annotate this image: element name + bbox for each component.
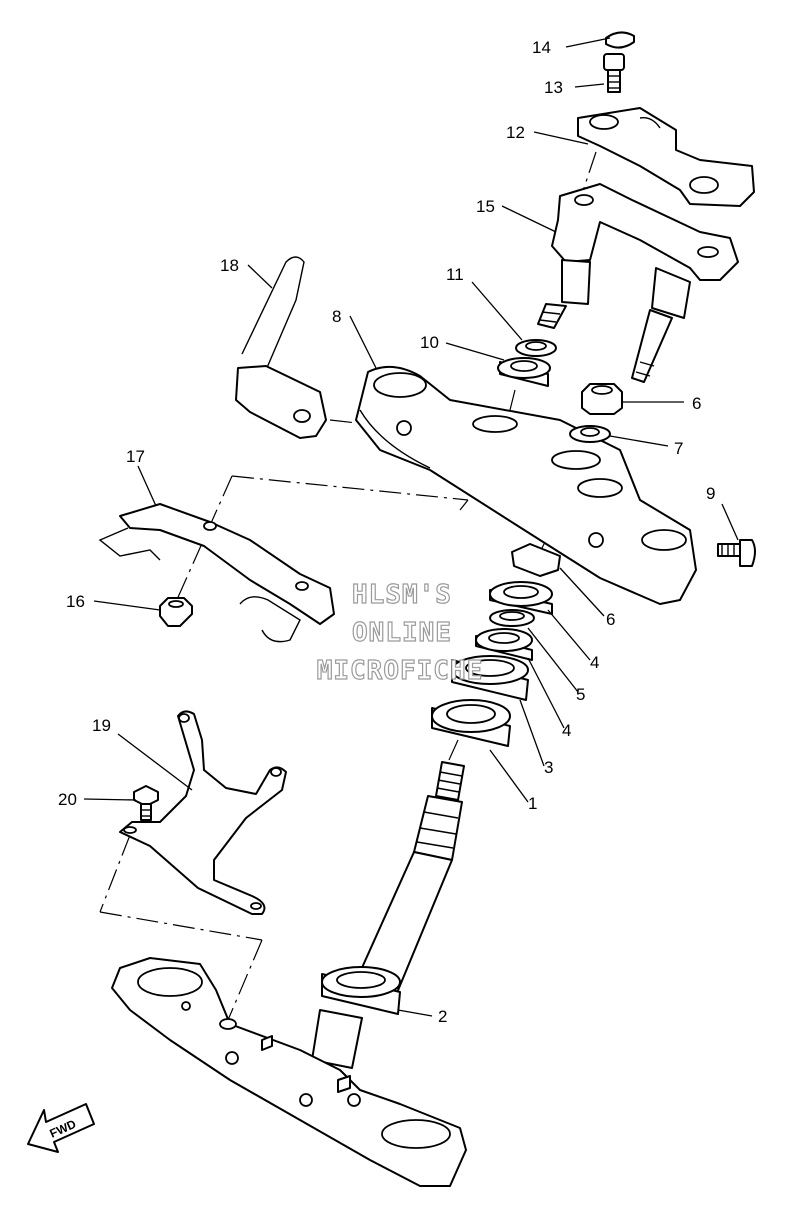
callout-5: 5 bbox=[576, 685, 585, 704]
watermark: HLSM'S ONLINE MICROFICHE bbox=[316, 579, 484, 686]
callout-4b: 4 bbox=[562, 721, 571, 740]
callout-19: 18 bbox=[220, 256, 239, 275]
watermark-line-3: MICROFICHE bbox=[317, 656, 484, 686]
part-13-upper-holder bbox=[577, 107, 755, 207]
part-14-bolt bbox=[603, 53, 625, 93]
callout-20: 19 bbox=[92, 716, 111, 735]
part-3-dust-seal bbox=[451, 655, 529, 701]
part-18-bracket bbox=[98, 503, 335, 643]
fwd-arrow-icon: FWD bbox=[27, 1103, 95, 1153]
callout-13: 12 bbox=[506, 123, 525, 142]
callout-leaders bbox=[83, 37, 739, 1017]
part-7-nut bbox=[581, 383, 623, 415]
part-5-washer bbox=[489, 609, 535, 627]
part-20-bracket bbox=[119, 710, 287, 915]
callout-11: 10 bbox=[420, 333, 439, 352]
callout-21: 20 bbox=[58, 790, 77, 809]
callout-2: 2 bbox=[438, 1007, 447, 1026]
part-1-bearing bbox=[431, 699, 511, 747]
steering-stem bbox=[311, 761, 465, 1069]
callout-18: 17 bbox=[126, 447, 145, 466]
watermark-line-1: HLSM'S bbox=[352, 580, 452, 610]
part-9-upper-bracket bbox=[355, 365, 697, 605]
callout-6: 6 bbox=[606, 610, 615, 629]
callout-4a: 4 bbox=[590, 653, 599, 672]
part-12-washer bbox=[515, 339, 557, 357]
callout-17: 16 bbox=[66, 592, 85, 611]
callout-3: 3 bbox=[544, 758, 553, 777]
callout-14: 13 bbox=[544, 78, 563, 97]
callout-7: 6 bbox=[692, 394, 701, 413]
part-16-handlebar bbox=[537, 183, 739, 383]
part-2-lower-bearing bbox=[321, 966, 401, 1015]
callout-15: 14 bbox=[532, 38, 551, 57]
callout-10: 9 bbox=[706, 484, 715, 503]
callout-12: 11 bbox=[446, 265, 464, 284]
part-8-washer bbox=[569, 425, 611, 443]
part-11-bushing bbox=[497, 357, 551, 387]
watermark-line-2: ONLINE bbox=[352, 618, 452, 648]
part-15-cap bbox=[605, 31, 635, 49]
callout-9: 8 bbox=[332, 307, 341, 326]
part-6-lock-washer bbox=[511, 543, 561, 577]
callouts: 14 13 12 15 18 11 8 10 6 7 9 17 16 6 4 5… bbox=[58, 38, 715, 1026]
part-21-bolt bbox=[133, 785, 159, 821]
callout-1: 1 bbox=[528, 794, 537, 813]
part-4-ring-nut-lower bbox=[475, 628, 533, 661]
callout-8: 7 bbox=[674, 439, 683, 458]
callout-16: 15 bbox=[476, 197, 495, 216]
part-17-nut bbox=[159, 597, 193, 627]
part-4-ring-nut-upper bbox=[489, 581, 553, 615]
part-19-clip bbox=[235, 256, 327, 439]
part-10-bolt bbox=[717, 539, 756, 567]
lower-bracket bbox=[111, 957, 467, 1187]
